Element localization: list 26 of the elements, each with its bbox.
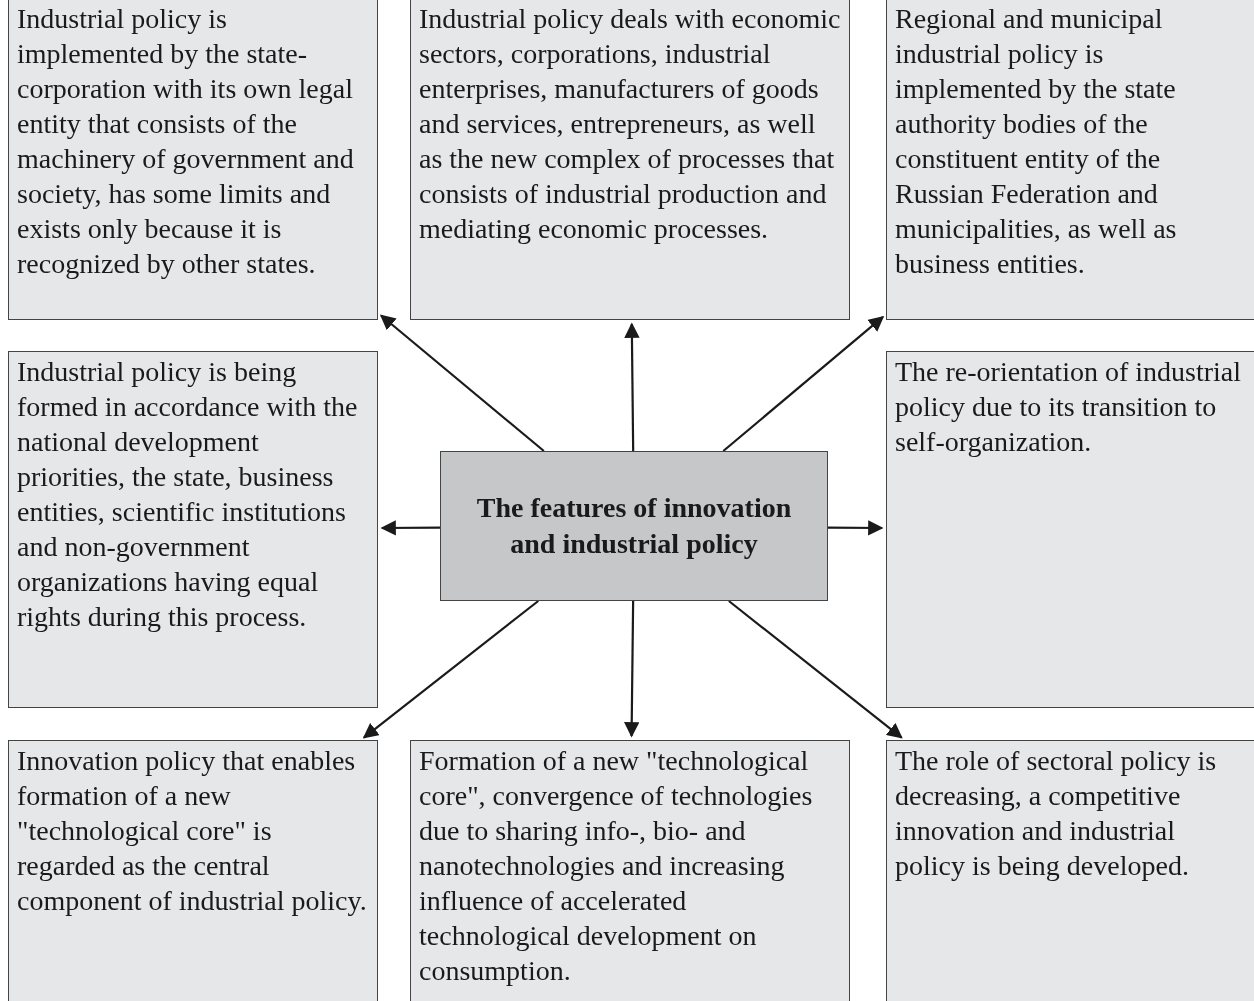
feature-box	[8, 0, 378, 320]
feature-box	[8, 351, 378, 708]
arrow	[828, 520, 884, 536]
topic-box	[440, 451, 828, 601]
feature-text: Industrial policy deals with economic sectors, corporations, industrial enterprises, manufacturers of goods and services, entrepreneurs, as well as the new complex of processes that consists of industrial production and mediating economic processes.	[419, 2, 841, 246]
feature-box	[410, 740, 850, 1001]
arrow	[379, 314, 545, 452]
feature-text: Formation of a new "technological core", convergence of technologies due to sharing info-, bio- and nanotechnologies and increasing influence of accelerated technological development on consumption.	[419, 744, 814, 988]
arrow	[722, 315, 885, 452]
arrow	[728, 600, 903, 739]
arrow	[380, 520, 440, 536]
feature-box	[886, 740, 1254, 1001]
arrow	[362, 600, 539, 739]
arrow	[624, 322, 640, 451]
feature-box	[410, 0, 850, 320]
feature-text: The re-orientation of industrial policy due to its transition to self-organization.	[895, 355, 1242, 459]
topic-text: The features of innovation and industrial policy	[475, 491, 793, 561]
feature-box	[886, 0, 1254, 320]
feature-text: Regional and municipal industrial policy is implemented by the state authority bodies of the constituent entity of the Russian Federation and municipalities, as well as business entities.	[895, 2, 1178, 281]
feature-text: Innovation policy that enables formation of a new "technological core" is regarded as the central component of industrial policy.	[17, 744, 368, 918]
feature-text: Industrial policy is being formed in accordance with the national development priorities, the state, business entities, scientific institutions and non-government organizations having equal rights during this process.	[17, 355, 359, 634]
feature-text: Industrial policy is implemented by the state-corporation with its own legal entity that consists of the machinery of government and society, has some limits and exists only because it is recognized by other states.	[17, 2, 355, 281]
feature-box	[886, 351, 1254, 708]
arrow	[624, 601, 640, 738]
feature-box	[8, 740, 378, 1001]
feature-text: The role of sectoral policy is decreasing, a competitive innovation and industrial policy is being developed.	[895, 744, 1218, 883]
